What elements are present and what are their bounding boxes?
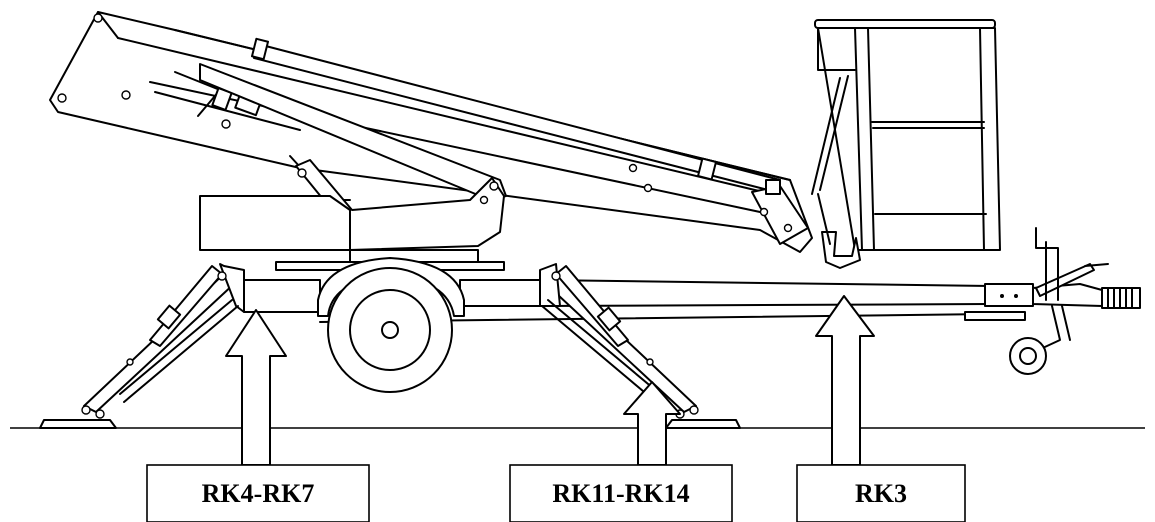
label-rk11-rk14-text: RK11-RK14 — [552, 479, 689, 508]
arrow-left-outriggers — [225, 309, 287, 466]
boom-arm — [49, 11, 813, 253]
label-rk4-rk7-text: RK4-RK7 — [202, 479, 315, 508]
label-rk3-text: RK3 — [855, 479, 907, 508]
main-wheel — [317, 257, 465, 393]
platform-basket — [811, 19, 1001, 269]
arrow-drawbar — [815, 295, 875, 466]
chassis-frame — [243, 227, 1141, 375]
right-outriggers — [539, 263, 741, 429]
label-rk11-rk14: RK11-RK14 — [509, 464, 733, 522]
label-rk4-rk7: RK4-RK7 — [146, 464, 370, 522]
label-rk3: RK3 — [796, 464, 966, 522]
left-outriggers — [39, 263, 245, 429]
